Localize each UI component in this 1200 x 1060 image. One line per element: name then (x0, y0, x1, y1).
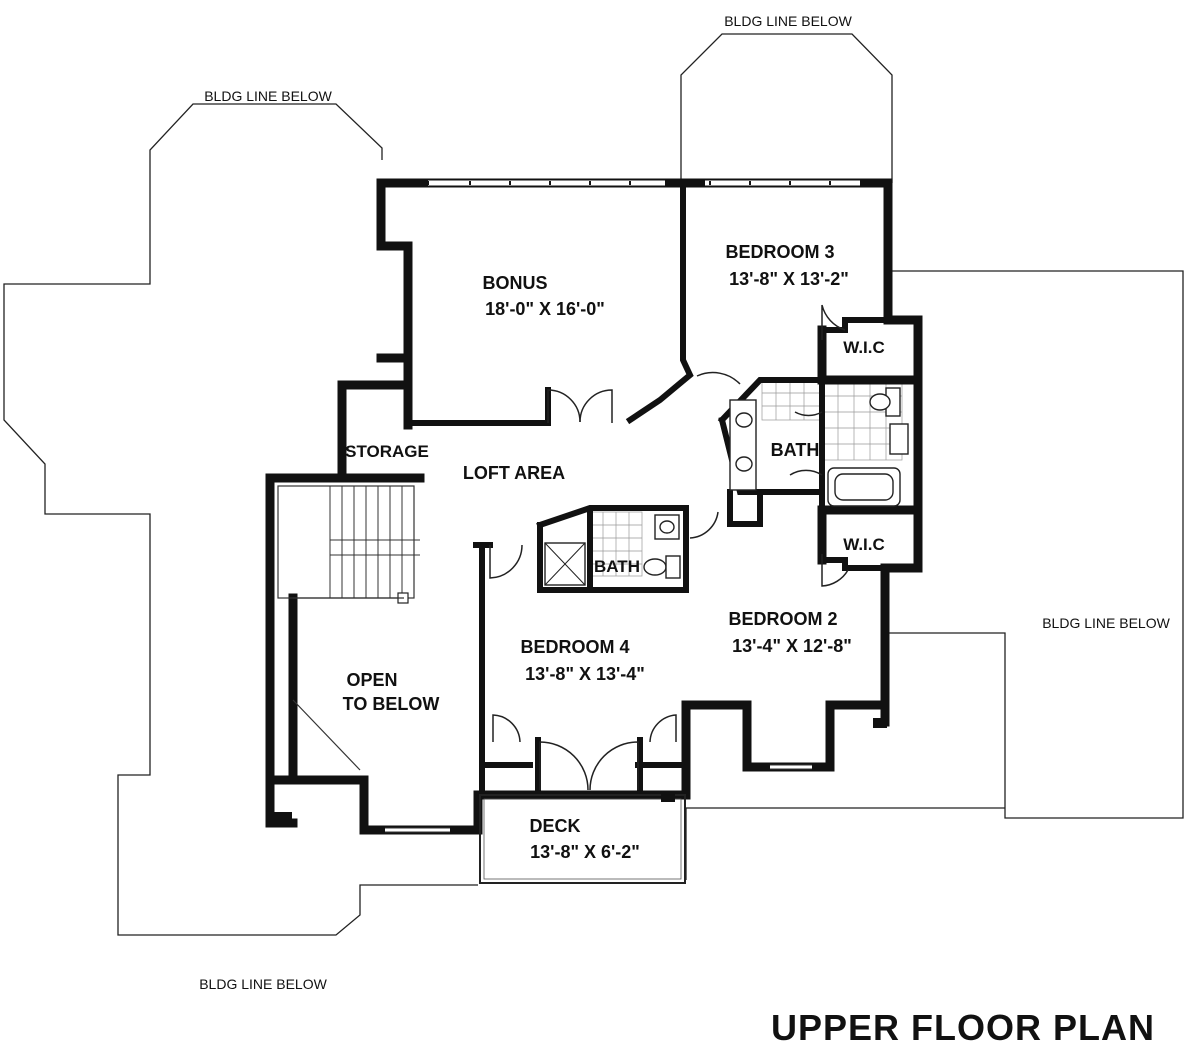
deck-dims: 13'-8" X 6'-2" (530, 842, 640, 862)
building-line-below (3, 33, 1184, 936)
deck-label: DECK (529, 816, 580, 836)
windows (385, 180, 860, 833)
bedroom3-label: BEDROOM 3 (725, 242, 834, 262)
wic-top-label: W.I.C (843, 338, 885, 357)
bldg-note-top-right: BLDG LINE BELOW (724, 13, 852, 29)
plan-title: UPPER FLOOR PLAN (771, 1007, 1155, 1048)
open-below-label-2: TO BELOW (343, 694, 440, 714)
loft-label: LOFT AREA (463, 463, 565, 483)
storage-label: STORAGE (345, 442, 429, 461)
small-bath-label: BATH (594, 557, 640, 576)
bedroom2-dims: 13'-4" X 12'-8" (732, 636, 852, 656)
bath-fixtures (544, 387, 909, 586)
bldg-note-right: BLDG LINE BELOW (1042, 615, 1170, 631)
bldg-note-bottom: BLDG LINE BELOW (199, 976, 327, 992)
bedroom4-label: BEDROOM 4 (520, 637, 629, 657)
staircase (277, 485, 420, 771)
bonus-label: BONUS (482, 273, 547, 293)
deck-outline (479, 794, 686, 884)
building-line-notes: BLDG LINE BELOW BLDG LINE BELOW BLDG LIN… (199, 13, 1170, 992)
room-labels: BONUS 18'-0" X 16'-0" BEDROOM 3 13'-8" X… (343, 242, 885, 862)
door-swings (489, 304, 849, 791)
bedroom2-label: BEDROOM 2 (728, 609, 837, 629)
wall-posts (274, 718, 887, 824)
master-bath-label: BATH (771, 440, 820, 460)
open-below-label-1: OPEN (346, 670, 397, 690)
bonus-dims: 18'-0" X 16'-0" (485, 299, 605, 319)
bedroom4-dims: 13'-8" X 13'-4" (525, 664, 645, 684)
bedroom3-dims: 13'-8" X 13'-2" (729, 269, 849, 289)
wic-bottom-label: W.I.C (843, 535, 885, 554)
bldg-note-top-left: BLDG LINE BELOW (204, 88, 332, 104)
